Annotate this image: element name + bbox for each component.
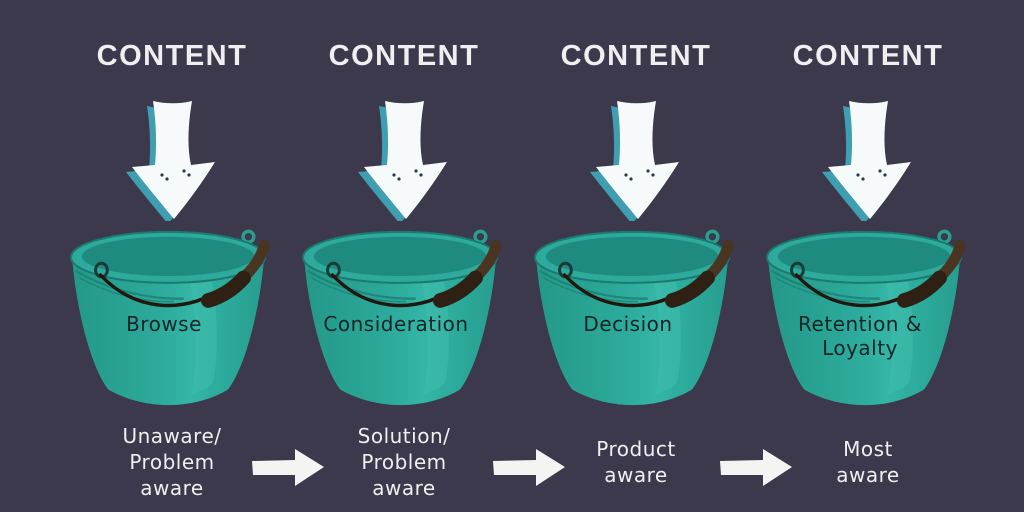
bucket-retention: Retention & Loyalty [760, 226, 976, 422]
right-arrow-icon [493, 449, 565, 486]
stage-label: Solution/ Problem aware [357, 424, 451, 500]
bucket-label: Decision [583, 312, 673, 336]
bucket-label: Consideration [323, 312, 469, 336]
funnel-column-retention: CONTENT Retention & Loyalty Most aware [752, 40, 984, 512]
stage-label: Product aware [596, 437, 676, 487]
content-header: CONTENT [96, 40, 248, 72]
bucket-browse: Browse [64, 226, 280, 422]
bucket-decision: Decision [528, 226, 744, 422]
content-header: CONTENT [328, 40, 480, 72]
stage-label: Unaware/ Problem aware [122, 424, 222, 500]
down-arrow-icon [358, 101, 447, 221]
funnel-column-consideration: CONTENT Consideration Solution/ Problem … [288, 40, 520, 512]
stage-label: Most aware [836, 437, 900, 487]
bucket-consideration: Consideration [296, 226, 512, 422]
bucket-label: Browse [126, 312, 202, 336]
funnel-columns: CONTENT Browse Unaware/ Problem aware CO… [56, 40, 984, 512]
down-arrow-icon [822, 101, 911, 221]
bucket-label: Retention & Loyalty [798, 312, 922, 360]
funnel-column-decision: CONTENT Decision Product aware [520, 40, 752, 512]
down-arrow-icon [590, 101, 679, 221]
content-header: CONTENT [792, 40, 944, 72]
right-arrow-icon [252, 449, 324, 486]
down-arrow-icon [126, 101, 215, 221]
right-arrow-icon [720, 449, 792, 486]
funnel-column-browse: CONTENT Browse Unaware/ Problem aware [56, 40, 288, 512]
content-header: CONTENT [560, 40, 712, 72]
